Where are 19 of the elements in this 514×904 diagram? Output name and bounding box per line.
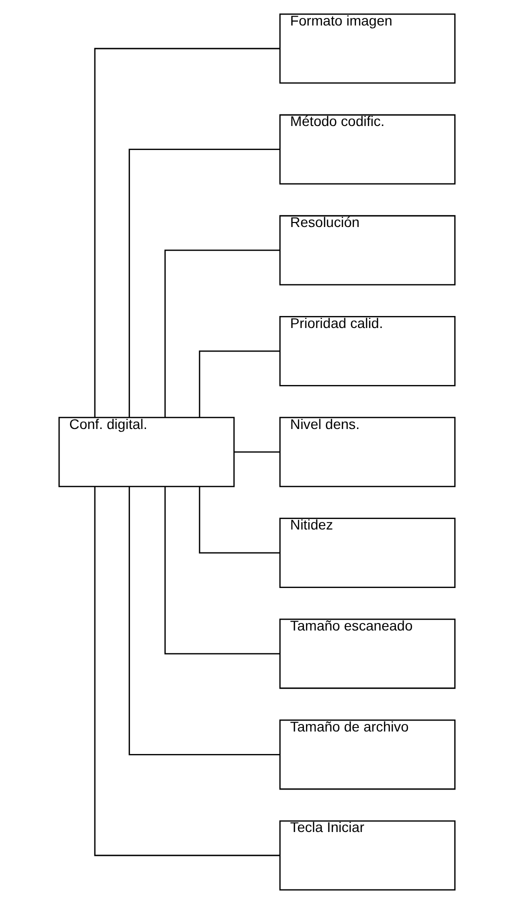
node-box: Formato imagen — [279, 13, 456, 84]
node-box: Tamaño de archivo — [279, 719, 456, 790]
node-box: Método codific. — [279, 114, 456, 185]
connector — [198, 350, 280, 418]
connector — [94, 486, 280, 856]
node-box: Prioridad calid. — [279, 316, 456, 386]
connector — [164, 486, 280, 654]
node-box: Tamaño escaneado — [279, 618, 456, 689]
connector — [128, 486, 280, 756]
connector — [234, 451, 280, 453]
node-box: Tecla Iniciar — [279, 820, 456, 891]
connector — [94, 48, 280, 418]
node-box: Conf. digital. — [58, 416, 235, 488]
node-box: Nitidez — [279, 518, 456, 588]
connector — [128, 148, 280, 418]
node-box: Resolución — [279, 215, 456, 286]
connector — [198, 486, 280, 554]
node-box: Nivel dens. — [279, 416, 456, 488]
connector — [164, 250, 280, 418]
